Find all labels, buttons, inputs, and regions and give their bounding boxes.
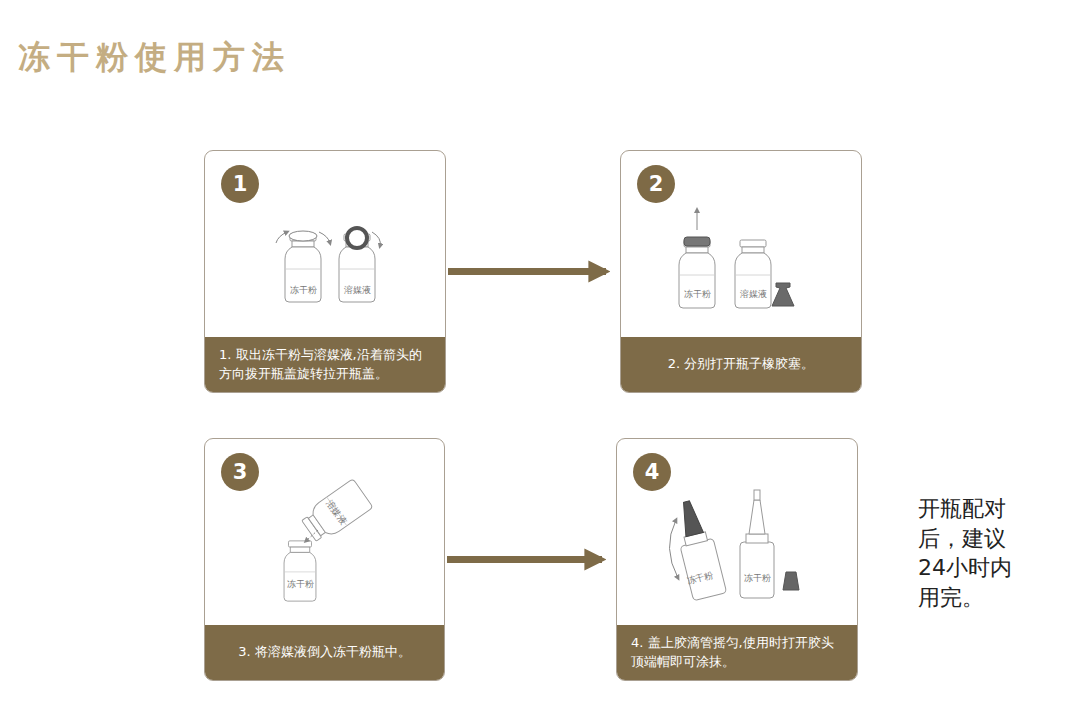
caption-band: 1. 取出冻干粉与溶媒液,沿着箭头的方向拨开瓶盖旋转拉开瓶盖。 xyxy=(205,337,445,392)
dropper-bottles xyxy=(669,490,799,601)
step-caption: 4. 盖上胶滴管摇匀,使用时打开胶头顶端帽即可涂抹。 xyxy=(631,634,843,672)
bottle-label: 冻干粉 xyxy=(675,288,719,301)
step-number: 3 xyxy=(221,453,259,491)
bottle-label: 冻干粉 xyxy=(281,284,325,297)
bottle-label: 溶媒液 xyxy=(731,288,775,301)
step-number: 1 xyxy=(221,165,259,203)
step-panel: 1 1. 取出冻干粉与溶媒液,沿着箭头的方向拨开瓶盖旋转拉开瓶盖。 xyxy=(204,150,446,393)
step-caption: 1. 取出冻干粉与溶媒液,沿着箭头的方向拨开瓶盖旋转拉开瓶盖。 xyxy=(219,346,431,384)
vial-pair xyxy=(276,228,380,302)
flow-arrow xyxy=(447,556,602,563)
step-caption: 3. 将溶媒液倒入冻干粉瓶中。 xyxy=(238,643,411,662)
step-caption: 2. 分别打开瓶子橡胶塞。 xyxy=(668,355,815,374)
step-number: 4 xyxy=(633,453,671,491)
bottle-label: 溶媒液 xyxy=(335,284,379,297)
flow-arrow xyxy=(448,268,606,275)
step-panel: 2 2. 分别打开瓶子橡胶塞。 xyxy=(620,150,862,393)
step-panel: 4 4. 盖上胶滴管摇匀,使用时打开胶头顶端帽即可涂抹。 xyxy=(616,438,858,681)
bottle-label: 冻干粉 xyxy=(278,578,322,591)
bottle-label: 冻干粉 xyxy=(735,572,779,585)
page-title: 冻干粉使用方法 xyxy=(18,36,291,80)
caption-band: 4. 盖上胶滴管摇匀,使用时打开胶头顶端帽即可涂抹。 xyxy=(617,625,857,680)
caption-band: 3. 将溶媒液倒入冻干粉瓶中。 xyxy=(205,625,444,680)
side-note: 开瓶配对后，建议24小时内用完。 xyxy=(918,494,1016,613)
step-panel: 3 3. 将溶媒液倒入冻干粉瓶中。 xyxy=(204,438,445,681)
caption-band: 2. 分别打开瓶子橡胶塞。 xyxy=(621,337,861,392)
step-number: 2 xyxy=(637,165,675,203)
